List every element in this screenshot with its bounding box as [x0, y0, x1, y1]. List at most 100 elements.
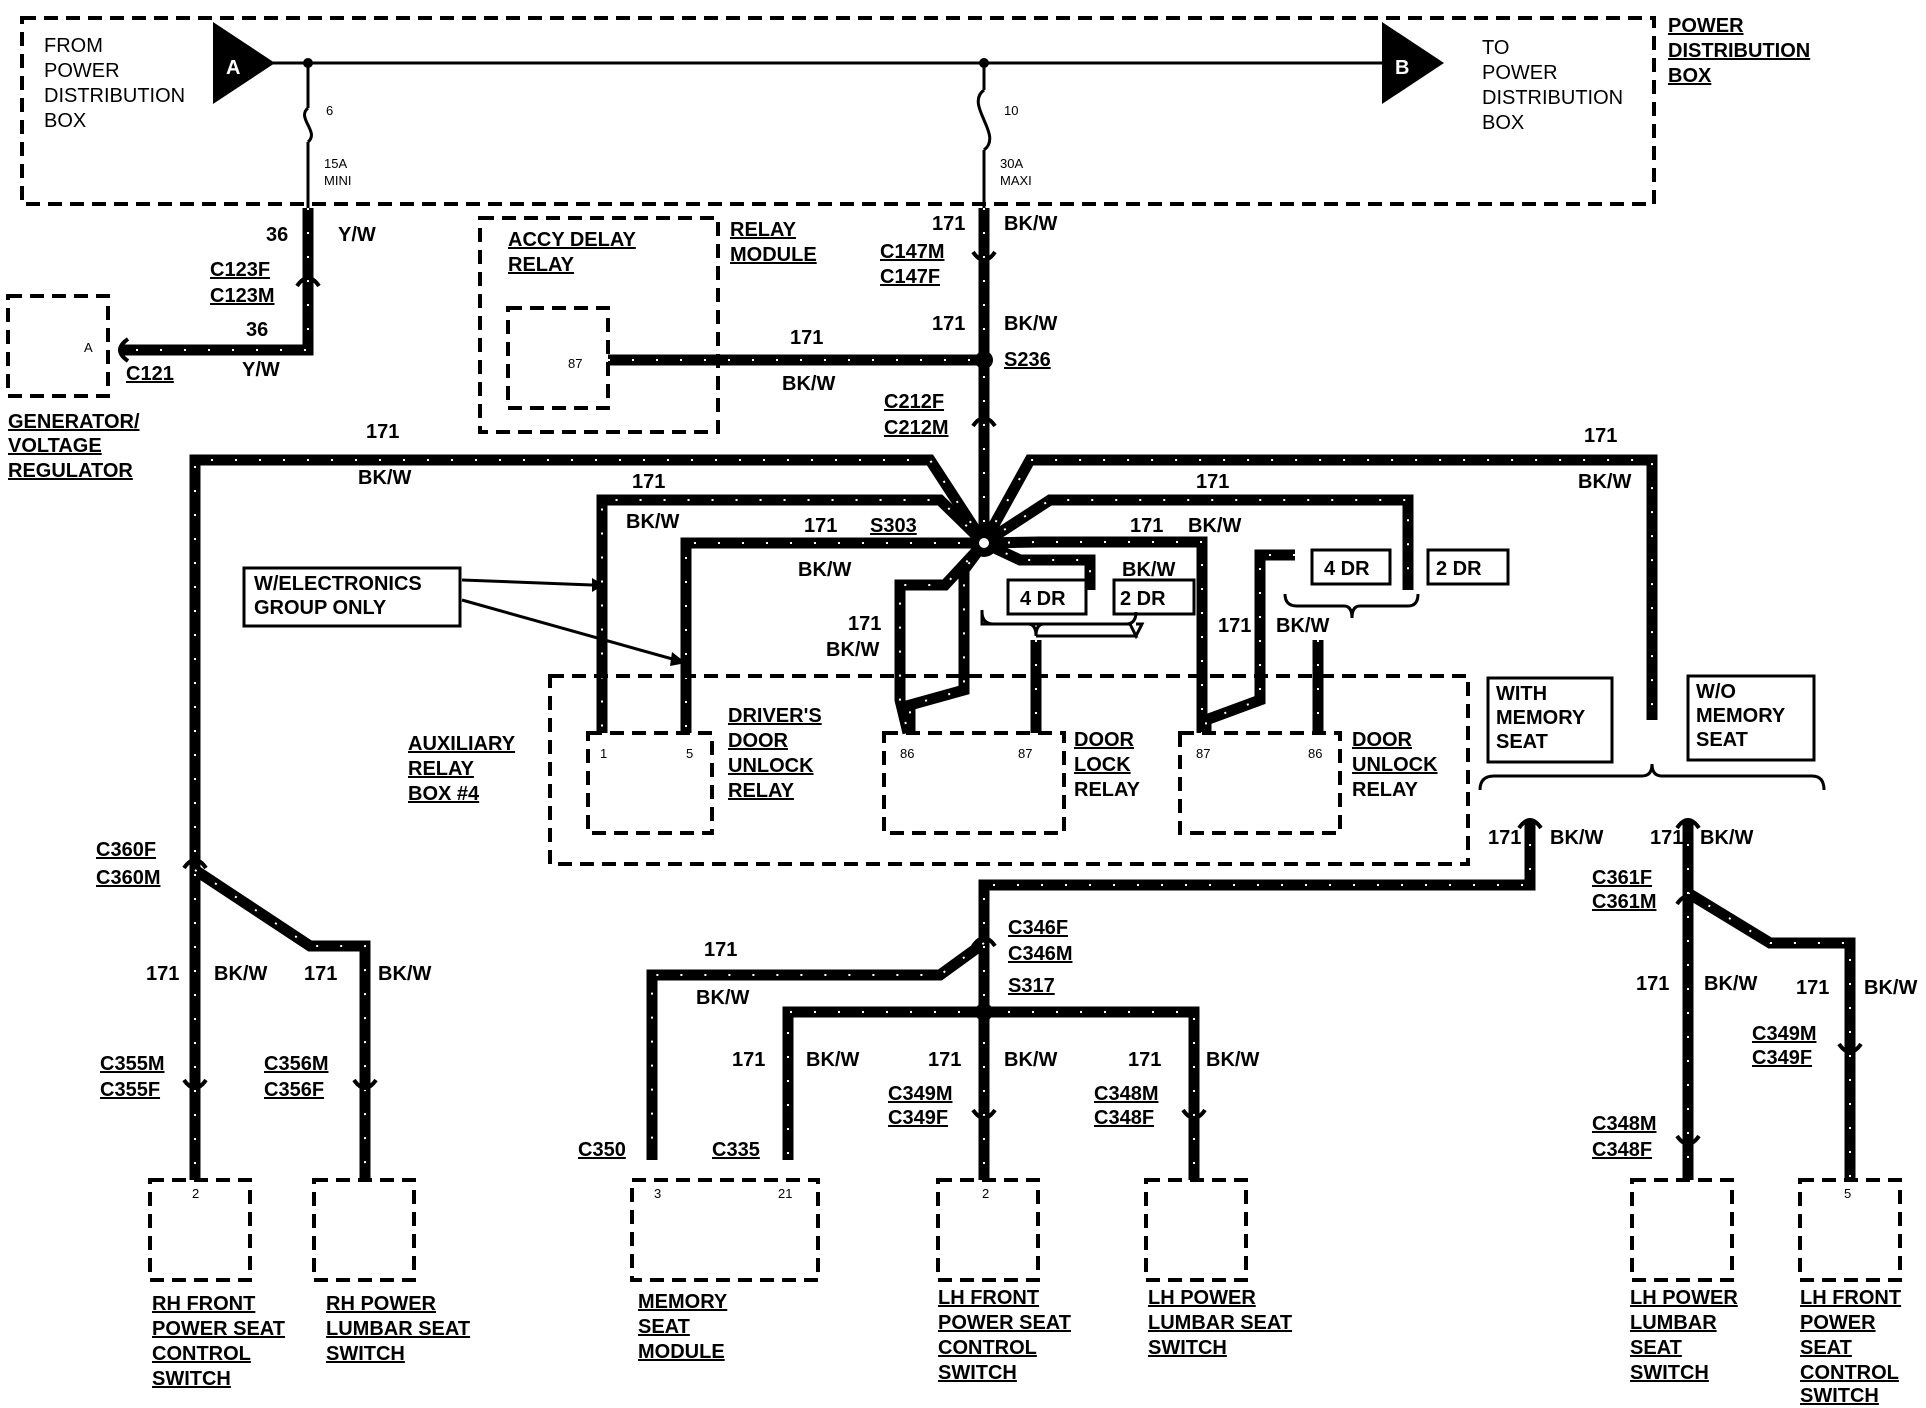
- svg-text:GROUP ONLY: GROUP ONLY: [254, 597, 387, 619]
- svg-text:AUXILIARY: AUXILIARY: [408, 733, 516, 755]
- svg-text:171: 171: [1130, 515, 1163, 537]
- svg-text:SEAT: SEAT: [1696, 729, 1748, 751]
- fuse-10: [976, 88, 992, 152]
- svg-text:RH POWER: RH POWER: [326, 1293, 437, 1315]
- connector-c348f-right: C348F: [1592, 1139, 1652, 1161]
- lh-front-power-seat-control-switch: 2 LH FRONT POWER SEAT CONTROL SWITCH: [936, 1178, 1071, 1384]
- svg-text:LUMBAR SEAT: LUMBAR SEAT: [1148, 1312, 1292, 1334]
- svg-text:BOX: BOX: [44, 110, 86, 132]
- connector-c350: C350: [578, 1139, 626, 1161]
- svg-text:GENERATOR/: GENERATOR/: [8, 411, 140, 433]
- option-2dr-unlock: 2 DR: [1436, 558, 1482, 580]
- svg-text:BK/W: BK/W: [1578, 471, 1631, 493]
- svg-text:2: 2: [982, 1186, 989, 1201]
- lh-power-lumbar-seat-switch: LH POWER LUMBAR SEAT SWITCH: [1144, 1178, 1292, 1359]
- connector-c346f: C346F: [1008, 917, 1068, 939]
- connector-c355m: C355M: [100, 1053, 164, 1075]
- svg-text:2: 2: [192, 1186, 199, 1201]
- connector-a-label: A: [226, 57, 240, 79]
- connector-chevron: [971, 1108, 997, 1120]
- svg-text:POWER SEAT: POWER SEAT: [152, 1318, 285, 1340]
- svg-text:LH POWER: LH POWER: [1630, 1287, 1738, 1309]
- svg-text:86: 86: [900, 746, 914, 761]
- svg-text:LH FRONT: LH FRONT: [938, 1287, 1039, 1309]
- svg-text:W/ELECTRONICS: W/ELECTRONICS: [254, 573, 422, 595]
- svg-text:DOOR: DOOR: [728, 730, 789, 752]
- wire-36-label: 36: [266, 224, 288, 246]
- svg-text:171: 171: [146, 963, 179, 985]
- connector-c212m: C212M: [884, 417, 948, 439]
- connector-c147f: C147F: [880, 266, 940, 288]
- svg-text:MINI: MINI: [324, 173, 351, 188]
- svg-text:BK/W: BK/W: [378, 963, 431, 985]
- svg-text:BOX: BOX: [1668, 65, 1712, 87]
- svg-text:BK/W: BK/W: [1276, 615, 1329, 637]
- svg-text:171: 171: [1650, 827, 1683, 849]
- door-unlock-relay: 87 86 DOOR UNLOCK RELAY: [1178, 729, 1438, 835]
- connector-c147m: C147M: [880, 241, 944, 263]
- connector-c123f: C123F: [210, 259, 270, 281]
- connector-c349f-right: C349F: [1752, 1047, 1812, 1069]
- svg-text:DISTRIBUTION: DISTRIBUTION: [44, 85, 185, 107]
- connector-c212f: C212F: [884, 391, 944, 413]
- svg-text:SEAT: SEAT: [638, 1316, 690, 1338]
- svg-text:BK/W: BK/W: [1004, 313, 1057, 335]
- connector-c348m: C348M: [1094, 1083, 1158, 1105]
- fuse-6: [303, 106, 313, 144]
- connector-chevron: [971, 250, 997, 262]
- connector-b-label: B: [1395, 57, 1409, 79]
- connector-s236: S236: [1004, 349, 1051, 371]
- svg-text:LH POWER: LH POWER: [1148, 1287, 1256, 1309]
- connector-c349m: C349M: [888, 1083, 952, 1105]
- svg-text:MEMORY: MEMORY: [1696, 705, 1786, 727]
- svg-text:UNLOCK: UNLOCK: [728, 755, 814, 777]
- svg-text:86: 86: [1308, 746, 1322, 761]
- svg-text:MEMORY: MEMORY: [638, 1291, 728, 1313]
- svg-text:MODULE: MODULE: [730, 244, 817, 266]
- svg-text:RELAY: RELAY: [1074, 779, 1141, 801]
- door-lock-relay: 86 87 DOOR LOCK RELAY: [882, 729, 1141, 835]
- connector-c360f: C360F: [96, 839, 156, 861]
- svg-text:BK/W: BK/W: [1550, 827, 1603, 849]
- connector-chevron: [182, 1078, 208, 1090]
- svg-text:171: 171: [632, 471, 665, 493]
- svg-text:5: 5: [686, 746, 693, 761]
- svg-text:171: 171: [704, 939, 737, 961]
- connector-chevron: [295, 276, 321, 288]
- svg-text:CONTROL: CONTROL: [938, 1337, 1037, 1359]
- svg-text:SWITCH: SWITCH: [326, 1343, 405, 1365]
- svg-text:DOOR: DOOR: [1352, 729, 1413, 751]
- svg-text:DOOR: DOOR: [1074, 729, 1135, 751]
- svg-text:MAXI: MAXI: [1000, 173, 1032, 188]
- svg-text:BK/W: BK/W: [1700, 827, 1753, 849]
- door-option-brace-lock: 4 DR 2 DR: [980, 578, 1196, 640]
- svg-text:A: A: [84, 340, 93, 355]
- connector-c123m: C123M: [210, 285, 274, 307]
- connector-chevron: [1675, 818, 1701, 830]
- svg-text:BK/W: BK/W: [214, 963, 267, 985]
- svg-text:LH FRONT: LH FRONT: [1800, 1287, 1901, 1309]
- wire-yw-label: Y/W: [338, 224, 376, 246]
- svg-text:MODULE: MODULE: [638, 1341, 725, 1363]
- svg-text:POWER SEAT: POWER SEAT: [938, 1312, 1071, 1334]
- svg-text:171: 171: [304, 963, 337, 985]
- svg-text:SWITCH: SWITCH: [1800, 1385, 1879, 1407]
- splice-s236: [975, 351, 993, 369]
- svg-text:LUMBAR: LUMBAR: [1630, 1312, 1717, 1334]
- svg-text:171: 171: [804, 515, 837, 537]
- svg-text:BK/W: BK/W: [1864, 977, 1917, 999]
- electronics-group-callout: W/ELECTRONICS GROUP ONLY: [242, 566, 686, 666]
- connector-c349m-right: C349M: [1752, 1023, 1816, 1045]
- svg-text:RELAY: RELAY: [408, 758, 475, 780]
- svg-text:BK/W: BK/W: [1004, 1049, 1057, 1071]
- svg-text:RELAY: RELAY: [508, 254, 575, 276]
- svg-text:87: 87: [1018, 746, 1032, 761]
- connector-s303: S303: [870, 515, 917, 537]
- connector-c348m-right: C348M: [1592, 1113, 1656, 1135]
- svg-text:RELAY: RELAY: [1352, 779, 1419, 801]
- connector-c360m: C360M: [96, 867, 160, 889]
- svg-text:171: 171: [1796, 977, 1829, 999]
- auxiliary-relay-box: AUXILIARY RELAY BOX #4 1 5 DRIVER'S DOOR…: [408, 674, 1470, 866]
- svg-text:171: 171: [366, 421, 399, 443]
- svg-text:MEMORY: MEMORY: [1496, 707, 1586, 729]
